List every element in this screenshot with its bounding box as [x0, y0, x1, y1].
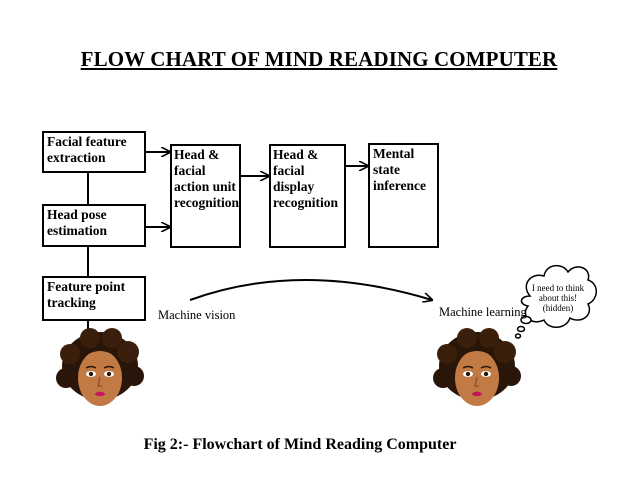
label-machine-vision: Machine vision [158, 308, 236, 322]
curved-arrow-vision-to-learning [189, 279, 432, 300]
box-head-pose-estimation: Head pose estimation [42, 204, 146, 247]
thought-bubble [514, 264, 597, 339]
box-facial-feature-extraction: Facial feature extraction [42, 131, 146, 173]
woman-face-illustration-right [433, 328, 521, 406]
label-machine-learning: Machine learning [439, 305, 527, 319]
box-action-unit-recognition: Head & facial action unit recognition [170, 144, 241, 248]
box-display-recognition: Head & facial display recognition [269, 144, 346, 248]
thought-bubble-text: I need to think about this! (hidden) [531, 283, 585, 313]
page-title: FLOW CHART OF MIND READING COMPUTER [80, 47, 558, 71]
box-mental-state-inference: Mental state inference [368, 143, 439, 248]
box-feature-point-tracking: Feature point tracking [42, 276, 146, 321]
figure-caption: Fig 2:- Flowchart of Mind Reading Comput… [143, 436, 457, 453]
woman-face-illustration-left [56, 328, 144, 406]
